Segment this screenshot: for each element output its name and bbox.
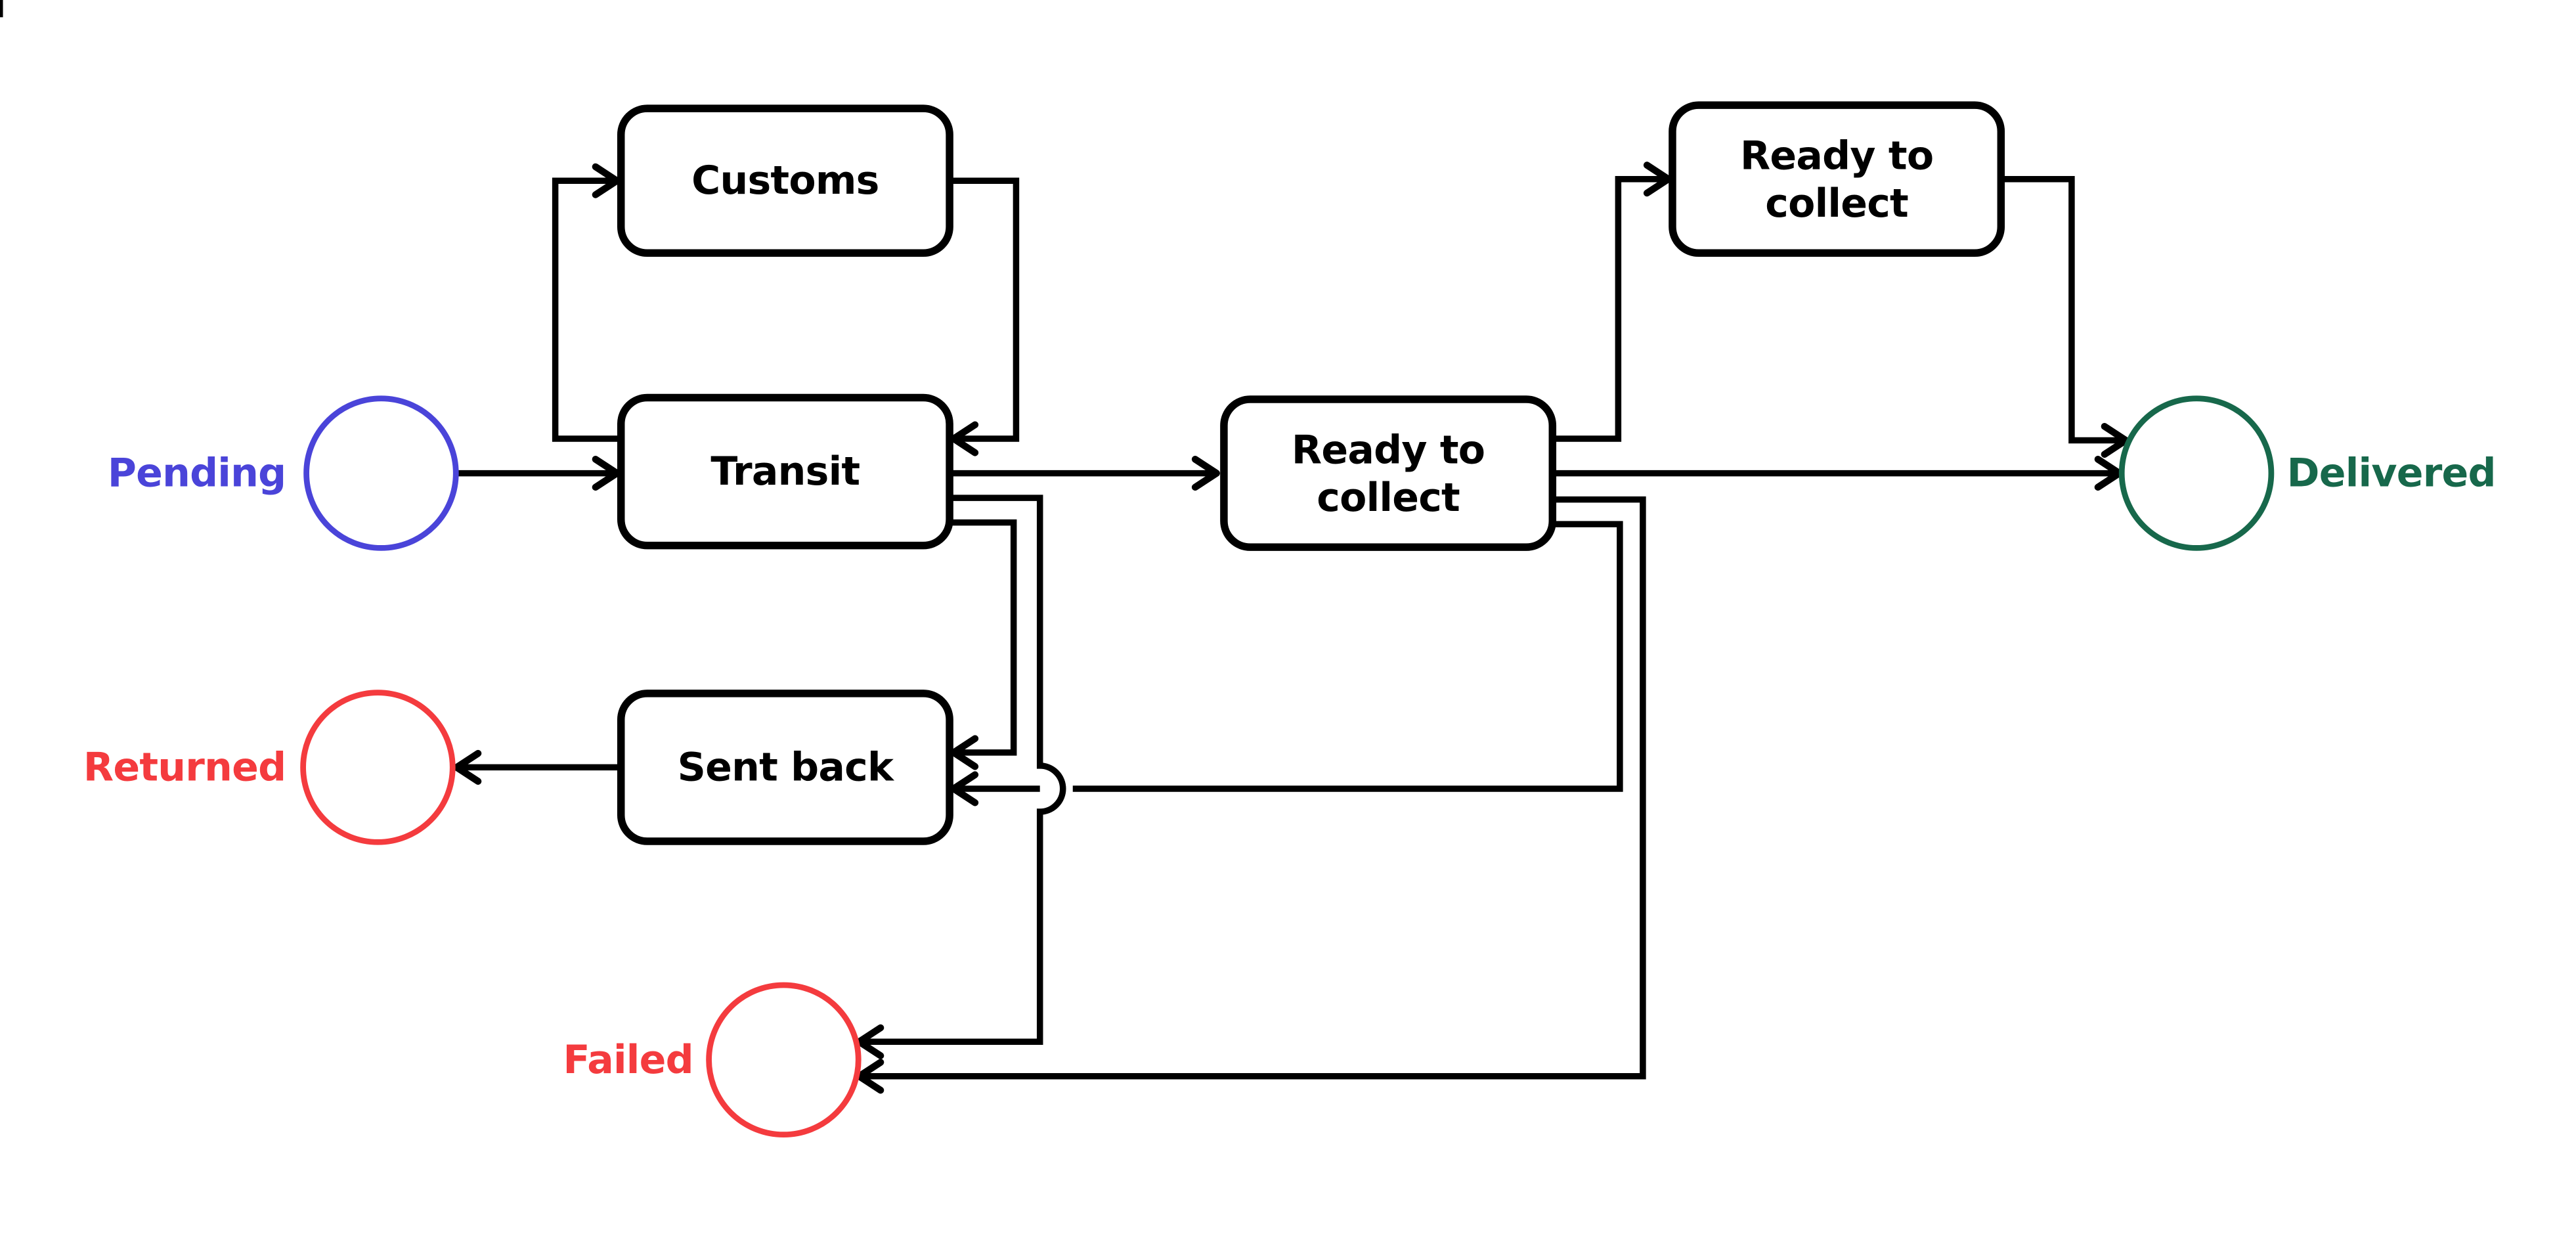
returned-label: Returned: [83, 744, 286, 790]
state-circle-failed: [706, 982, 862, 1138]
failed-label: Failed: [563, 1037, 693, 1083]
state-circle-returned: [300, 690, 456, 845]
delivered-label: Delivered: [2287, 451, 2496, 496]
ready-to-collect-label-line2: collect: [1317, 475, 1460, 521]
edge-ready-to-collect-to-sent-back: [953, 521, 1623, 789]
edge-ready-to-collect-to-upper: [1552, 162, 1672, 442]
state-box-ready-to-collect: [1220, 395, 1557, 551]
state-circle-pending: [303, 395, 459, 551]
state-box-transit: [617, 393, 953, 550]
edge-transit-to-failed: [856, 495, 1066, 1059]
corner-mark: [0, 0, 3, 18]
ready-to-collect-label-line1: Ready to: [1292, 428, 1485, 474]
state-box-sent-back: [617, 690, 953, 845]
state-box-customs: [617, 104, 953, 257]
edge-customs-to-transit: [950, 177, 1020, 456]
state-circle-delivered: [2118, 395, 2275, 551]
edge-ready-to-collect-to-failed: [856, 496, 1646, 1094]
customs-label: Customs: [691, 158, 879, 204]
pending-label: Pending: [108, 451, 286, 496]
ready-to-collect-upper-label-line1: Ready to: [1740, 133, 1933, 179]
edge-transit-to-customs: [552, 163, 621, 442]
sent-back-label: Sent back: [678, 744, 895, 790]
edge-upper-ready-to-delivered: [2001, 175, 2129, 458]
edge-transit-to-sent-back: [950, 519, 1017, 770]
state-box-ready-to-collect-upper: [1669, 101, 2005, 257]
ready-to-collect-upper-label-line2: collect: [1765, 181, 1908, 227]
transit-label: Transit: [710, 449, 860, 495]
